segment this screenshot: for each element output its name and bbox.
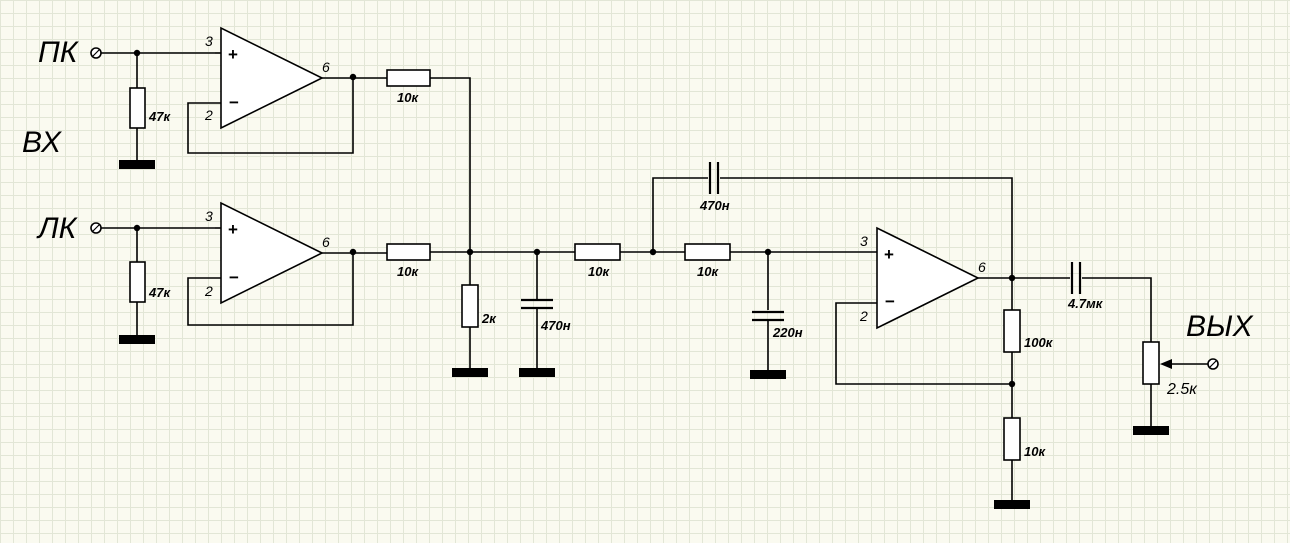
wiper-arrow-icon [1160,359,1172,369]
value-r-mix-top: 10к [397,90,419,105]
svg-text:−: − [229,93,239,112]
svg-text:+: + [884,245,894,264]
channel-bottom: ЛК 47к + − 3 2 6 10к [36,201,575,344]
value-r-feedback: 100к [1024,335,1054,350]
resistor-10k-filter-2 [684,243,731,261]
value-c-ground: 220н [772,325,803,340]
value-r-filter-1: 10к [588,264,610,279]
svg-text:+: + [228,220,238,239]
resistor-100k-feedback [1003,309,1021,353]
value-c-feedback: 470н [699,198,730,213]
svg-text:−: − [885,292,895,311]
svg-text:+: + [228,45,238,64]
ground-symbol [750,370,786,379]
resistor-10k-mix-bottom [386,243,431,261]
svg-text:−: − [229,268,239,287]
resistor-2k-shunt [461,284,479,328]
value-r-gain: 10к [1024,444,1046,459]
ground-symbol [994,500,1030,509]
svg-text:6: 6 [978,259,986,275]
ground-symbol [119,160,155,169]
output-label: ВЫХ [1186,310,1254,343]
resistor-10k-gain [1003,417,1021,461]
svg-text:2: 2 [204,283,213,299]
value-c-out: 4.7мк [1067,296,1104,311]
input-label-right: ПК [38,36,80,69]
svg-text:6: 6 [322,59,330,75]
summing-node: 2к 470н [452,248,571,377]
svg-text:2: 2 [204,107,213,123]
value-r-shunt: 2к [481,311,497,326]
resistor-10k-filter-1 [574,243,621,261]
value-r-in-top: 47к [148,109,171,124]
value-r-mix-bottom: 10к [397,264,419,279]
ground-symbol [119,335,155,344]
opamp-buffer-bottom [220,201,324,305]
output-amplifier: + − 3 2 6 100к 10к [835,226,1070,509]
svg-text:3: 3 [860,233,868,249]
value-pot: 2.5к [1166,381,1198,398]
resistor-47k-top [129,87,146,129]
ground-symbol [1133,426,1169,435]
filter-stage: 10к 470н 10к 220н [574,162,1013,379]
svg-text:3: 3 [205,208,213,224]
value-r-in-bottom: 47к [148,285,171,300]
opamp-buffer-top [220,26,324,130]
input-group-label: ВХ [22,126,62,159]
opamp-output [876,226,980,330]
resistor-10k-mix-top [386,69,431,87]
value-c-shunt: 470н [540,318,571,333]
ground-symbol [519,368,555,377]
svg-text:2: 2 [859,308,868,324]
value-r-filter-2: 10к [697,264,719,279]
input-label-left: ЛК [36,212,79,245]
svg-text:6: 6 [322,234,330,250]
resistor-47k-bottom [129,261,146,303]
channel-top: ПК 47к + − 3 2 6 10к [38,26,471,252]
ground-symbol [452,368,488,377]
output-stage: 4.7мк 2.5к ВЫХ [1067,262,1254,435]
svg-text:3: 3 [205,33,213,49]
potentiometer[interactable] [1142,341,1160,385]
